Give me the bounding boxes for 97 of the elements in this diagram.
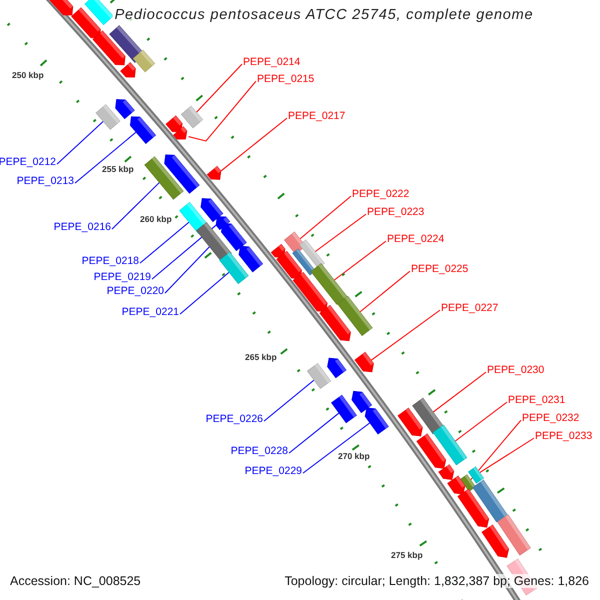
gene-feature xyxy=(166,115,182,132)
gene-feature xyxy=(319,304,351,342)
scale-label: 260 kbp xyxy=(140,214,172,224)
gene-feature xyxy=(292,272,328,312)
gene-feature xyxy=(144,156,184,200)
leader-line xyxy=(360,270,410,312)
gene-feature xyxy=(468,466,484,484)
gene-feature xyxy=(299,240,325,268)
scale-label: 255 kbp xyxy=(102,164,134,174)
gene-label: PEPE_0231 xyxy=(508,394,566,406)
gene-feature xyxy=(221,223,247,251)
leader-line xyxy=(470,420,522,480)
gene-feature xyxy=(180,106,204,128)
leader-line xyxy=(334,240,386,281)
gene-feature xyxy=(46,0,74,16)
leader-line xyxy=(112,182,160,230)
leader-line xyxy=(264,380,314,422)
gene-feature xyxy=(354,352,374,372)
scale-label: 270 kbp xyxy=(338,451,370,461)
gene-label: PEPE_0225 xyxy=(411,262,468,274)
gene-feature xyxy=(84,0,114,25)
gene-label: PEPE_0218 xyxy=(82,254,139,266)
gene-feature xyxy=(276,250,302,279)
gene-feature xyxy=(497,514,531,556)
gene-feature xyxy=(482,524,510,558)
gene-feature xyxy=(96,104,120,130)
gene-feature xyxy=(120,62,136,78)
gene-label: PEPE_0215 xyxy=(257,72,314,84)
gene-feature xyxy=(310,263,348,305)
leader-line xyxy=(370,310,440,361)
gene-feature xyxy=(132,50,156,72)
gene-feature xyxy=(416,434,446,469)
gene-label: PEPE_0217 xyxy=(288,110,346,122)
gene-feature xyxy=(438,464,454,480)
gene-feature xyxy=(292,248,316,276)
leader-line xyxy=(196,64,242,113)
gene-feature xyxy=(270,244,286,258)
gene-feature xyxy=(238,246,264,272)
gene-label: PEPE_0227 xyxy=(441,302,498,314)
gene-label: PEPE_0228 xyxy=(230,444,288,456)
gene-feature xyxy=(216,216,230,230)
gene-feature xyxy=(398,408,423,436)
gene-label: PEPE_0222 xyxy=(352,188,410,200)
leader-line xyxy=(56,120,104,165)
gene-feature xyxy=(219,252,249,284)
gene-label: PEPE_0229 xyxy=(244,464,302,476)
gene-label: PEPE_0213 xyxy=(16,174,74,186)
gene-label: PEPE_0224 xyxy=(387,232,444,244)
scale-label: 275 kbp xyxy=(391,550,423,560)
gene-feature xyxy=(472,480,508,522)
gene-feature xyxy=(460,474,476,492)
gene-feature xyxy=(331,394,357,424)
gene-feature xyxy=(206,166,222,180)
gene-feature xyxy=(364,407,389,434)
gene-label: PEPE_0220 xyxy=(106,284,164,296)
scale-label: 265 kbp xyxy=(245,352,277,362)
gene-label: PEPE_0233 xyxy=(535,430,592,442)
gene-label: PEPE_0214 xyxy=(243,56,300,68)
gene-label: PEPE_0230 xyxy=(487,364,544,376)
leader-line xyxy=(288,412,340,454)
gene-label: PEPE_0212 xyxy=(0,156,56,168)
gene-feature xyxy=(173,126,188,140)
leader-line xyxy=(74,132,136,184)
gene-feature xyxy=(447,476,466,495)
gene-label: PEPE_0223 xyxy=(367,206,424,218)
leader-line xyxy=(479,438,534,474)
leader-line xyxy=(188,80,256,142)
leader-line xyxy=(432,372,486,413)
gene-feature xyxy=(306,363,332,389)
leader-line xyxy=(299,196,352,240)
gene-feature xyxy=(337,296,373,336)
gene-feature xyxy=(115,99,135,120)
gene-feature xyxy=(327,358,346,378)
gene-label: PEPE_0219 xyxy=(94,270,151,282)
gene-label: PEPE_0221 xyxy=(122,306,179,318)
gene-feature xyxy=(164,154,200,194)
leader-line xyxy=(314,214,366,252)
scale-label: 250 kbp xyxy=(12,70,44,80)
leader-line xyxy=(164,246,210,294)
gene-feature xyxy=(200,198,224,222)
gene-feature xyxy=(130,116,156,144)
gene-feature xyxy=(458,488,490,528)
gene-feature xyxy=(352,390,372,413)
gene-feature xyxy=(432,424,468,466)
gene-feature xyxy=(412,398,444,434)
gene-feature xyxy=(196,222,232,262)
leader-line xyxy=(180,272,230,315)
gene-label: PEPE_0226 xyxy=(206,412,263,424)
footer-text: Accession: NC_008525 xyxy=(9,574,142,588)
leader-line xyxy=(220,118,288,172)
leader-line xyxy=(454,402,508,442)
leader-line xyxy=(140,222,190,264)
leader-line xyxy=(302,422,370,474)
gene-label: PEPE_0216 xyxy=(54,220,111,232)
gene-label: PEPE_0232 xyxy=(522,412,580,424)
gene-feature xyxy=(92,30,126,66)
gene-feature xyxy=(71,7,101,38)
